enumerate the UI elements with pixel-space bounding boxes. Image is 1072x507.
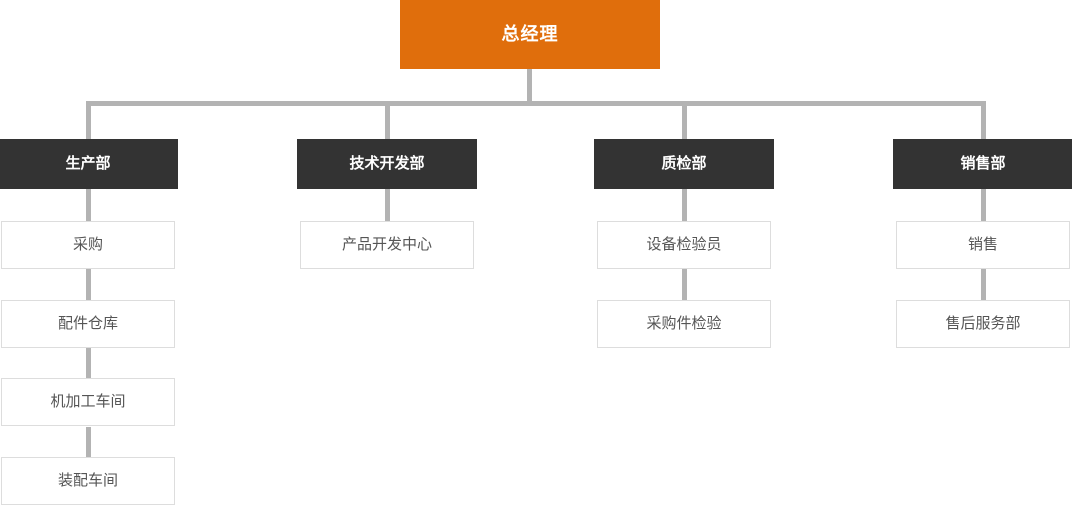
child-node-purchasing: 采购	[1, 221, 175, 269]
connector-drop-sales	[981, 101, 986, 139]
child-node-equipment-inspector: 设备检验员	[597, 221, 771, 269]
child-node-purchased-parts-inspect: 采购件检验	[597, 300, 771, 348]
child-node-machining-workshop: 机加工车间	[1, 378, 175, 426]
child-node-sales: 销售	[896, 221, 1070, 269]
dept-node-qc: 质检部	[594, 139, 774, 189]
connector-production-child3	[86, 348, 91, 378]
connector-drop-qc	[682, 101, 687, 139]
dept-node-production: 生产部	[0, 139, 178, 189]
child-node-product-dev-center: 产品开发中心	[300, 221, 474, 269]
connector-main-horizontal	[86, 101, 986, 106]
connector-qc-child1	[682, 189, 687, 221]
connector-sales-child1	[981, 189, 986, 221]
dept-node-tech: 技术开发部	[297, 139, 477, 189]
connector-tech-child1	[385, 189, 390, 221]
dept-node-sales: 销售部	[893, 139, 1072, 189]
connector-production-child2	[86, 269, 91, 300]
connector-sales-child2	[981, 269, 986, 300]
child-node-aftersale-service: 售后服务部	[896, 300, 1070, 348]
child-node-parts-warehouse: 配件仓库	[1, 300, 175, 348]
connector-drop-tech	[385, 101, 390, 139]
connector-root-stub	[527, 69, 532, 106]
root-node-general-manager: 总经理	[400, 0, 660, 69]
connector-drop-production	[86, 101, 91, 139]
connector-production-child4	[86, 427, 91, 457]
connector-qc-child2	[682, 269, 687, 300]
child-node-assembly-workshop: 装配车间	[1, 457, 175, 505]
connector-production-child1	[86, 189, 91, 221]
